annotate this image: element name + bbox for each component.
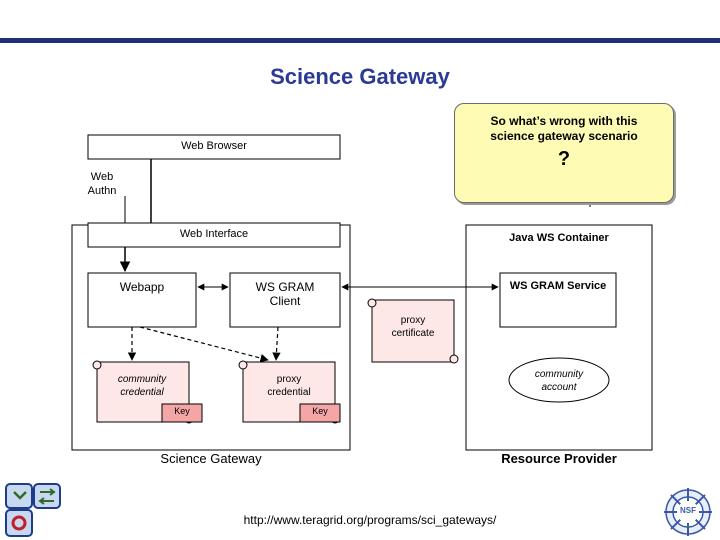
callout-text: So what’s wrong with this science gatewa… [455, 114, 673, 144]
slide-title: Science Gateway [270, 64, 450, 89]
proxy-credential-line-2: credential [267, 387, 311, 398]
key-box-2 [299, 403, 341, 423]
client-proxy-credential-dashed-arrow [272, 326, 281, 361]
proxy-credential-line-1: proxy [276, 374, 302, 385]
community-credential-line-1: community [117, 374, 167, 385]
ws-gram-client-box [229, 272, 341, 328]
community-account-line-1: community [534, 369, 584, 380]
teragrid-logo-icon [5, 483, 61, 537]
key-label-2: Key [312, 406, 328, 416]
proxy-certificate-scroll [367, 298, 459, 364]
webapp-label: Webapp [119, 280, 165, 294]
nsf-logo-text: NSF [680, 506, 696, 515]
community-account-label: community account [509, 368, 609, 394]
proxy-certificate-line-2: certificate [391, 328, 435, 339]
webapp-proxy-credential-dashed-arrow [139, 326, 269, 363]
proxy-certificate-label: proxy certificate [372, 314, 454, 340]
callout-question-mark: ? [557, 148, 571, 170]
ws-gram-client-label: WS GRAM Client [230, 280, 340, 308]
callout-line-2: science gateway scenario [490, 129, 638, 143]
community-account-line-2: account [541, 382, 577, 393]
question-callout: So what’s wrong with this science gatewa… [454, 103, 674, 203]
web-authn-line-2: Authn [87, 185, 117, 197]
footer-url-link[interactable]: http://www.teragrid.org/programs/sci_gat… [243, 513, 497, 527]
key-box-1 [161, 403, 203, 423]
java-ws-container-label: Java WS Container [509, 232, 609, 244]
proxy-certificate-line-1: proxy [400, 315, 426, 326]
proxy-credential-label: proxy credential [243, 373, 335, 399]
web-interface-box [87, 222, 341, 248]
callout-line-1: So what’s wrong with this [490, 114, 638, 128]
web-authn-line-1: Web [90, 171, 114, 183]
community-credential-label: community credential [97, 373, 187, 399]
web-interface-label: Web Interface [179, 228, 249, 240]
ws-gram-client-line-2: Client [269, 294, 301, 308]
webapp-box [87, 272, 197, 328]
web-browser-label: Web Browser [181, 140, 247, 152]
community-credential-line-2: credential [120, 387, 164, 398]
resource-provider-container [465, 224, 653, 451]
ws-gram-client-line-1: WS GRAM [255, 280, 315, 294]
nsf-logo-icon [664, 488, 712, 536]
web-browser-box [87, 134, 341, 160]
top-rule [0, 38, 720, 43]
key-label-1: Key [174, 406, 190, 416]
web-authn-label: Web Authn [84, 170, 120, 198]
community-account-ellipse [508, 357, 610, 403]
ws-gram-service-box [499, 272, 617, 328]
science-gateway-label: Science Gateway [160, 451, 262, 466]
ws-gram-service-label: WS GRAM Service [509, 280, 607, 292]
resource-provider-label: Resource Provider [501, 451, 617, 466]
